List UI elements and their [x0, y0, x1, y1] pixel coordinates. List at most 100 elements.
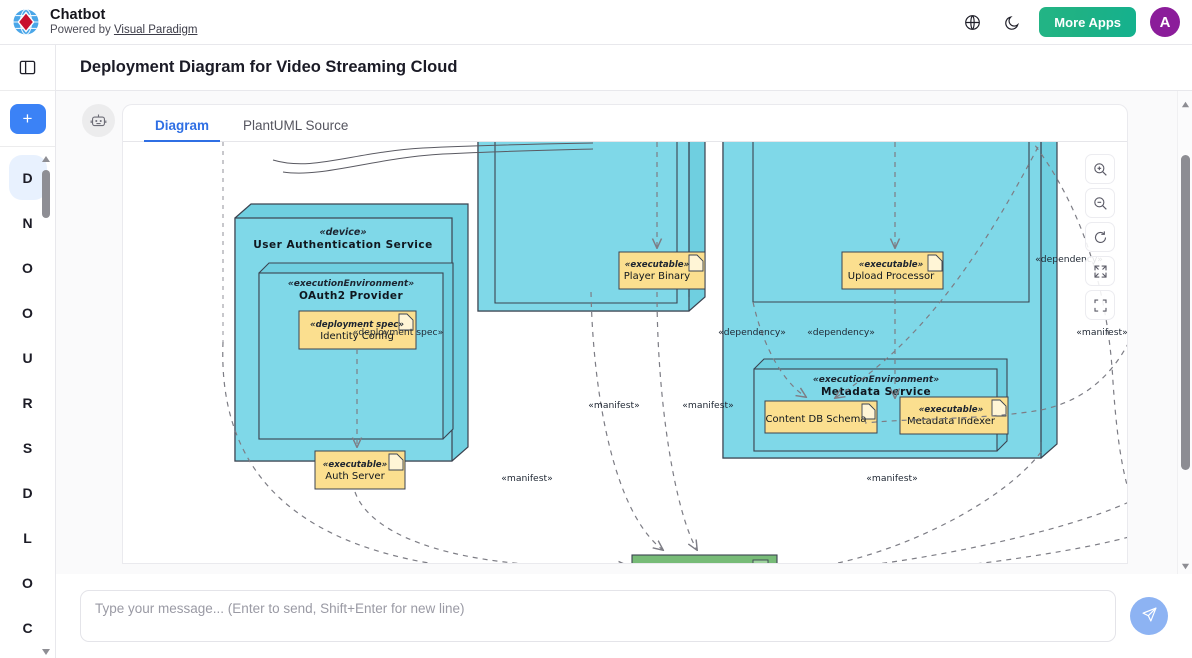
- svg-text:Metadata Indexer: Metadata Indexer: [907, 416, 996, 427]
- artifact-auth-server[interactable]: «executable» Auth Server: [314, 450, 406, 490]
- label-deployment-spec: «deployment spec»: [353, 327, 443, 338]
- rail-item-2[interactable]: O: [22, 259, 33, 276]
- svg-text:«executionEnvironment»: «executionEnvironment»: [288, 279, 414, 289]
- rail-item-9[interactable]: O: [22, 574, 33, 591]
- tab-plantuml-source[interactable]: PlantUML Source: [226, 118, 365, 141]
- svg-text:User Authentication Service: User Authentication Service: [253, 239, 432, 251]
- edge-dependency-a: [752, 301, 806, 397]
- deployment-diagram-svg: «device» User Authentication Service «ex…: [222, 142, 1127, 564]
- artifact-identity-config[interactable]: «deployment spec» Identity Config: [298, 310, 417, 350]
- rail-item-4[interactable]: U: [22, 349, 33, 366]
- globe-icon[interactable]: [959, 9, 985, 35]
- fit-to-screen-button[interactable]: [1085, 290, 1115, 320]
- node-oauth2-provider[interactable]: «executionEnvironment» OAuth2 Provider: [258, 262, 454, 440]
- edge-manifest-3: [590, 291, 663, 550]
- svg-text:«executable»: «executable»: [859, 260, 924, 270]
- avatar[interactable]: A: [1150, 7, 1180, 37]
- svg-text:OAuth2 Provider: OAuth2 Provider: [299, 290, 403, 302]
- rail-item-6[interactable]: S: [22, 439, 33, 456]
- reset-view-button[interactable]: [1085, 222, 1115, 252]
- brand: Chatbot Powered by Visual Paradigm: [0, 7, 197, 36]
- edge-manifest-2: [354, 491, 628, 563]
- edge-manifest-5: [880, 502, 1127, 563]
- rail-scrollbar[interactable]: [40, 151, 52, 655]
- svg-text:Upload Processor: Upload Processor: [848, 271, 935, 282]
- powered-by: Powered by Visual Paradigm: [50, 24, 197, 37]
- rail-item-3[interactable]: O: [22, 304, 33, 321]
- svg-text:Identity Config: Identity Config: [320, 331, 394, 342]
- more-apps-button[interactable]: More Apps: [1039, 7, 1136, 37]
- diagram-card: Diagram PlantUML Source «device» User Au…: [122, 104, 1128, 564]
- app-header: Chatbot Powered by Visual Paradigm More …: [0, 0, 1192, 45]
- label-dependency-2: «dependency»: [807, 327, 875, 338]
- edge-manifest-6: [978, 536, 1127, 563]
- diagram-canvas[interactable]: «device» User Authentication Service «ex…: [123, 142, 1127, 564]
- svg-text:Auth Server: Auth Server: [325, 471, 385, 482]
- rail-item-0[interactable]: D: [8, 155, 47, 200]
- svg-text:«device»: «device»: [319, 227, 366, 238]
- zoom-in-button[interactable]: [1085, 154, 1115, 184]
- rail-item-5[interactable]: R: [22, 394, 33, 411]
- rail-item-8[interactable]: L: [23, 529, 32, 546]
- card-tabs: Diagram PlantUML Source: [123, 105, 1127, 142]
- chat-message-area: Diagram PlantUML Source «device» User Au…: [56, 91, 1192, 574]
- moon-icon[interactable]: [999, 9, 1025, 35]
- rail-scroll-down-icon[interactable]: [41, 644, 51, 655]
- send-paper-plane-icon: [1141, 606, 1158, 626]
- send-button[interactable]: [1130, 597, 1168, 635]
- svg-text:Player Binary: Player Binary: [624, 271, 691, 282]
- sidebar-toggle-icon[interactable]: [0, 45, 55, 91]
- robot-icon: [82, 104, 115, 137]
- page-title: Deployment Diagram for Video Streaming C…: [80, 58, 458, 76]
- visual-paradigm-globe-logo: [12, 8, 40, 36]
- artifact-metadata-indexer[interactable]: «executable» Metadata Indexer: [899, 396, 1009, 435]
- rail-scroll-up-icon[interactable]: [41, 151, 51, 162]
- svg-text:«executable»: «executable»: [323, 460, 388, 470]
- label-dependency-3: «dependency»: [1035, 254, 1103, 265]
- edge-top-curve-a: [272, 142, 594, 165]
- new-chat-button[interactable]: +: [9, 103, 46, 134]
- scroll-thumb[interactable]: [1181, 155, 1190, 470]
- scroll-up-icon[interactable]: [1181, 96, 1190, 108]
- rail-item-7[interactable]: D: [22, 484, 33, 501]
- svg-text:«deployment spec»: «deployment spec»: [310, 320, 404, 330]
- zoom-out-button[interactable]: [1085, 188, 1115, 218]
- message-box[interactable]: [80, 590, 1116, 642]
- artifact-player-binary[interactable]: «executable» Player Binary: [618, 251, 706, 290]
- edge-manifest-1: [222, 341, 433, 563]
- new-chat-row: +: [0, 91, 55, 147]
- edge-dependency-right: [1031, 142, 1127, 488]
- edge-top-curve-b: [282, 148, 594, 174]
- fullscreen-button[interactable]: [1085, 256, 1115, 286]
- scroll-down-icon[interactable]: [1181, 558, 1190, 570]
- message-input[interactable]: [95, 600, 1101, 632]
- label-manifest-3: «manifest»: [501, 473, 552, 484]
- artifact-content-db-schema[interactable]: Content DB Schema: [764, 400, 878, 434]
- label-manifest-4: «manifest»: [866, 473, 917, 484]
- tab-diagram[interactable]: Diagram: [138, 118, 226, 142]
- label-manifest-5: «manifest»: [1076, 327, 1127, 338]
- edge-manifest-7: [834, 451, 1042, 563]
- label-manifest-1: «manifest»: [588, 400, 639, 411]
- svg-text:«executable»: «executable»: [625, 260, 690, 270]
- label-manifest-2: «manifest»: [682, 400, 733, 411]
- label-dependency-1: «dependency»: [718, 327, 786, 338]
- edge-label-group: «deployment spec» «dependency» «dependen…: [353, 254, 1127, 484]
- rail-item-1[interactable]: N: [22, 214, 33, 231]
- rail-scroll-thumb[interactable]: [42, 170, 50, 218]
- powered-by-prefix: Powered by: [50, 23, 114, 36]
- edge-manifest-right: [864, 344, 1127, 424]
- content-scrollbar[interactable]: [1177, 91, 1192, 574]
- message-composer: [56, 574, 1192, 658]
- svg-text:Content DB Schema: Content DB Schema: [766, 414, 867, 425]
- svg-text:«executable»: «executable»: [919, 405, 984, 415]
- rail-item-10[interactable]: C: [22, 619, 33, 636]
- component-video-streaming-service[interactable]: «component» Video Streaming Service: [631, 554, 778, 564]
- svg-text:«executionEnvironment»: «executionEnvironment»: [813, 375, 939, 385]
- artifact-upload-processor[interactable]: «executable» Upload Processor: [841, 251, 944, 290]
- edge-manifest-4: [656, 291, 697, 550]
- app-title: Chatbot: [50, 7, 106, 24]
- visual-paradigm-link[interactable]: Visual Paradigm: [113, 23, 198, 36]
